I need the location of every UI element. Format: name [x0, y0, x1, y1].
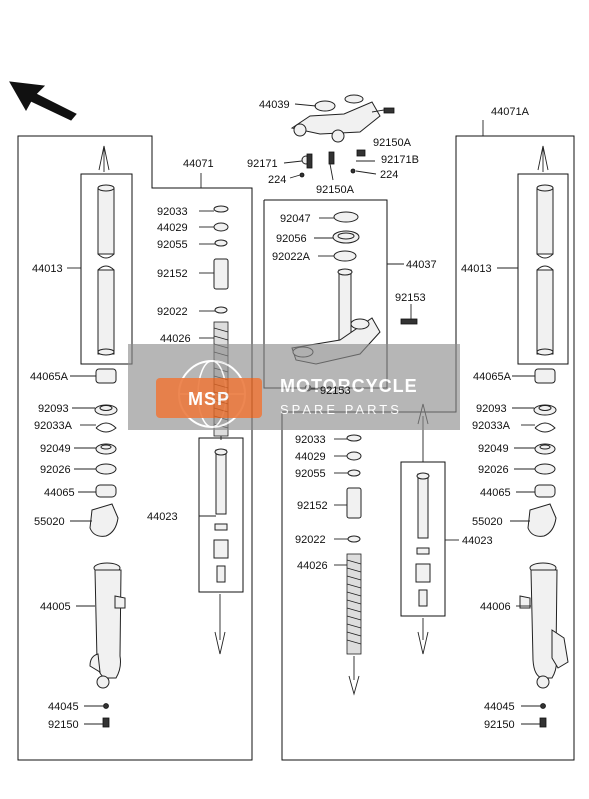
label-left-44005: 44005 [40, 601, 71, 613]
label-224-right: 224 [380, 169, 398, 181]
label-44039: 44039 [259, 99, 290, 111]
label-left-92033a: 92033A [34, 420, 73, 432]
label-right-44023: 44023 [462, 535, 493, 547]
label-right-44013: 44013 [461, 263, 492, 275]
watermark-title: MOTORCYCLE [280, 376, 418, 396]
label-left-44065a: 44065A [30, 371, 69, 383]
label-mid-44029: 44029 [295, 451, 326, 463]
label-right-92033a: 92033A [472, 420, 511, 432]
right-spring-stack [346, 434, 362, 696]
upper-triple-clamp-assembly [290, 94, 395, 178]
label-92047: 92047 [280, 213, 311, 225]
label-92153-top: 92153 [395, 292, 426, 304]
label-224-left: 224 [268, 174, 286, 186]
label-left-92049: 92049 [40, 443, 71, 455]
label-right-44045: 44045 [484, 701, 515, 713]
watermark-logo: MSP [188, 389, 230, 409]
label-92171: 92171 [247, 158, 278, 170]
label-left-92033: 92033 [157, 206, 188, 218]
label-left-44013: 44013 [32, 263, 63, 275]
label-left-44065: 44065 [44, 487, 75, 499]
label-mid-44026: 44026 [297, 560, 328, 572]
label-92056: 92056 [276, 233, 307, 245]
label-mid-92022: 92022 [295, 534, 326, 546]
label-44071: 44071 [183, 158, 214, 170]
watermark: MSP MOTORCYCLE SPARE PARTS [128, 344, 460, 430]
label-92153-bottom: 92153 [320, 385, 351, 397]
label-92150a-top: 92150A [373, 137, 412, 149]
label-left-44045: 44045 [48, 701, 79, 713]
watermark-logo-box [156, 378, 262, 418]
label-mid-92055: 92055 [295, 468, 326, 480]
label-left-92150: 92150 [48, 719, 79, 731]
label-left-92022: 92022 [157, 306, 188, 318]
watermark-subtitle: SPARE PARTS [280, 402, 402, 417]
label-left-44023: 44023 [147, 511, 178, 523]
label-right-92026: 92026 [478, 464, 509, 476]
label-mid-92033: 92033 [295, 434, 326, 446]
label-92171b: 92171B [381, 154, 419, 166]
label-right-44065a: 44065A [473, 371, 512, 383]
label-left-92093: 92093 [38, 403, 69, 415]
right-fork-assembly [281, 135, 575, 761]
part-labels: 44071 44071A 44039 92150A 92171 92171B 2… [30, 99, 530, 731]
label-right-92049: 92049 [478, 443, 509, 455]
label-44037: 44037 [406, 259, 437, 271]
label-right-55020: 55020 [472, 516, 503, 528]
label-right-44065: 44065 [480, 487, 511, 499]
label-left-44029: 44029 [157, 222, 188, 234]
label-left-92026: 92026 [40, 464, 71, 476]
label-right-92093: 92093 [476, 403, 507, 415]
front-direction-arrow-icon [9, 81, 77, 121]
label-92022a: 92022A [272, 251, 311, 263]
label-left-92152: 92152 [157, 268, 188, 280]
label-44071a: 44071A [491, 106, 530, 118]
label-right-92150: 92150 [484, 719, 515, 731]
label-left-92055: 92055 [157, 239, 188, 251]
label-left-55020: 55020 [34, 516, 65, 528]
label-right-44006: 44006 [480, 601, 511, 613]
label-92150a-bottom: 92150A [316, 184, 355, 196]
label-mid-92152: 92152 [297, 500, 328, 512]
label-left-44026: 44026 [160, 333, 191, 345]
leader-lines [67, 103, 540, 725]
